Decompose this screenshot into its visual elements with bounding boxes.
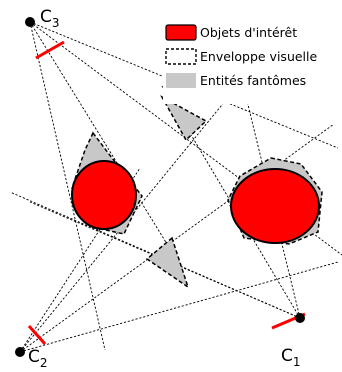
camera-c3: C3 bbox=[25, 7, 60, 30]
image-plane-c2 bbox=[27, 325, 47, 345]
legend-swatch-envelope bbox=[165, 48, 197, 65]
legend-label-ghosts: Entités fantômes bbox=[200, 73, 306, 88]
legend: Objets d'intérêt Enveloppe visuelle Enti… bbox=[163, 20, 341, 104]
camera-c3-dot bbox=[25, 17, 35, 27]
legend-label-objects: Objets d'intérêt bbox=[200, 25, 297, 40]
ray-c3-1 bbox=[29, 21, 339, 149]
legend-swatch-objects bbox=[165, 24, 197, 41]
camera-c2: C2 bbox=[15, 347, 48, 370]
legend-swatch-ghosts bbox=[166, 73, 196, 88]
objects-of-interest bbox=[71, 160, 320, 244]
ray-c3-4 bbox=[29, 21, 106, 351]
camera-c2-dot bbox=[15, 347, 25, 357]
ray-c2-2 bbox=[19, 123, 335, 353]
camera-c1: C1 bbox=[281, 313, 305, 369]
ghost-center bbox=[145, 236, 190, 289]
camera-c2-label: C2 bbox=[28, 347, 48, 370]
camera-c1-dot bbox=[295, 313, 305, 323]
object-left bbox=[71, 160, 137, 230]
camera-c1-label: C1 bbox=[281, 346, 301, 369]
ray-c3-3 bbox=[29, 21, 181, 266]
object-right bbox=[230, 168, 320, 244]
ghost-top bbox=[160, 95, 208, 142]
camera-c3-label: C3 bbox=[40, 7, 60, 30]
ghost-entities bbox=[145, 95, 208, 289]
image-plane-c3 bbox=[35, 40, 65, 60]
legend-label-envelope: Enveloppe visuelle bbox=[200, 49, 318, 64]
ray-c2-3 bbox=[19, 167, 141, 353]
ray-c2-4 bbox=[19, 261, 339, 353]
